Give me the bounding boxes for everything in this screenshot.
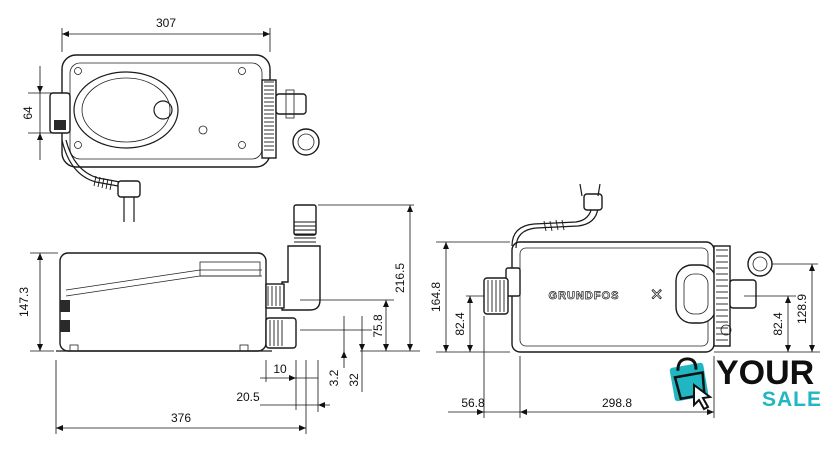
dim-front-height: 147.3 xyxy=(17,287,31,317)
watermark-word-sale: SALE xyxy=(762,388,823,411)
dim-front-outlet-height: 216.5 xyxy=(393,263,407,293)
dim-side-outlet-right: 128.9 xyxy=(795,294,809,324)
dim-side-inlet-left: 82.4 xyxy=(453,312,467,336)
dim-front-outlet-low: 75.8 xyxy=(371,314,385,338)
top-view xyxy=(49,54,320,222)
dim-front-offset-a: 10 xyxy=(273,362,287,376)
dim-front-total-length: 376 xyxy=(171,411,191,425)
dim-front-offset-c: 32 xyxy=(347,373,361,387)
side-view xyxy=(483,183,773,353)
top-view-dimensions xyxy=(28,28,271,160)
dim-front-offset-b: 3.2 xyxy=(327,369,341,386)
dim-side-left-offset: 56.8 xyxy=(461,396,485,410)
yoursale-watermark: YOUR SALE xyxy=(664,355,834,415)
dim-front-offset-d: 20.5 xyxy=(236,390,260,404)
dim-side-height: 164.8 xyxy=(429,282,443,312)
shopping-bag-icon xyxy=(669,357,713,411)
dim-top-height: 64 xyxy=(21,106,35,120)
dim-side-inlet-right: 82.4 xyxy=(771,312,785,336)
front-view-dimensions xyxy=(30,204,420,434)
front-view xyxy=(56,204,321,352)
dim-side-length: 298.8 xyxy=(602,396,632,410)
brand-marking: GRUNDFOS xyxy=(549,290,620,302)
watermark-word-your: YOUR xyxy=(716,354,815,392)
dim-top-width: 307 xyxy=(156,16,176,30)
brand-mark-x-icon: ✕ xyxy=(650,287,663,304)
side-view-dimensions xyxy=(436,241,820,418)
